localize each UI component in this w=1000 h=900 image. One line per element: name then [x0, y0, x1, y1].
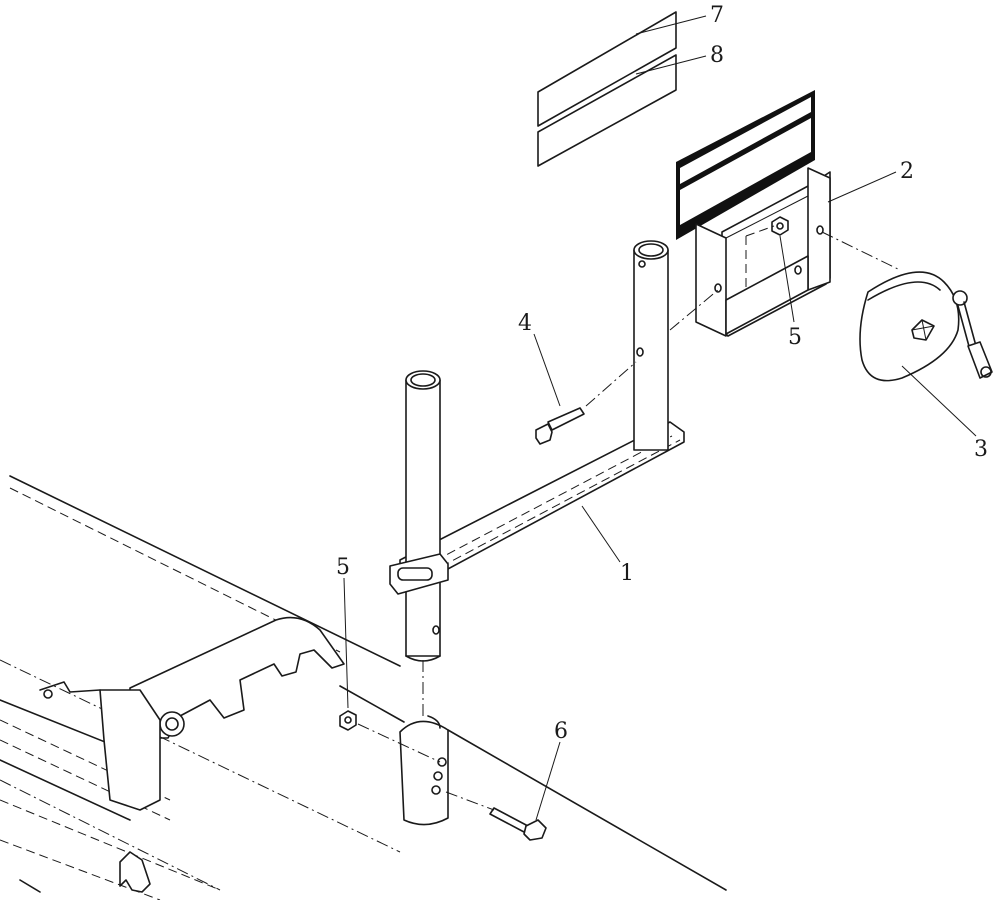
callout-2: 2 [900, 159, 914, 184]
callout-4: 4 [518, 311, 532, 336]
callout-5-lower: 5 [336, 555, 350, 580]
bolt-part-4 [535, 407, 585, 445]
callout-labels: 7 8 2 4 5 3 1 5 6 [336, 3, 988, 744]
decal-plate-7 [537, 11, 677, 127]
bolt-part-6 [489, 807, 547, 841]
callout-3: 3 [974, 437, 988, 462]
decal-plate-8 [537, 54, 677, 167]
assembly-centerlines [357, 225, 901, 811]
stand-frame-part-1 [389, 240, 685, 662]
machine-frame [0, 475, 727, 900]
callout-7: 7 [710, 3, 724, 28]
callout-5-upper: 5 [788, 325, 802, 350]
leader-lines [343, 15, 977, 821]
callout-6: 6 [554, 719, 568, 744]
nut-part-5-lower [339, 710, 357, 731]
callout-8: 8 [710, 43, 724, 68]
mounting-socket [399, 715, 449, 826]
callout-1: 1 [620, 561, 634, 586]
bracket-part-2 [676, 90, 831, 337]
tape-reel-part-3 [859, 271, 993, 382]
